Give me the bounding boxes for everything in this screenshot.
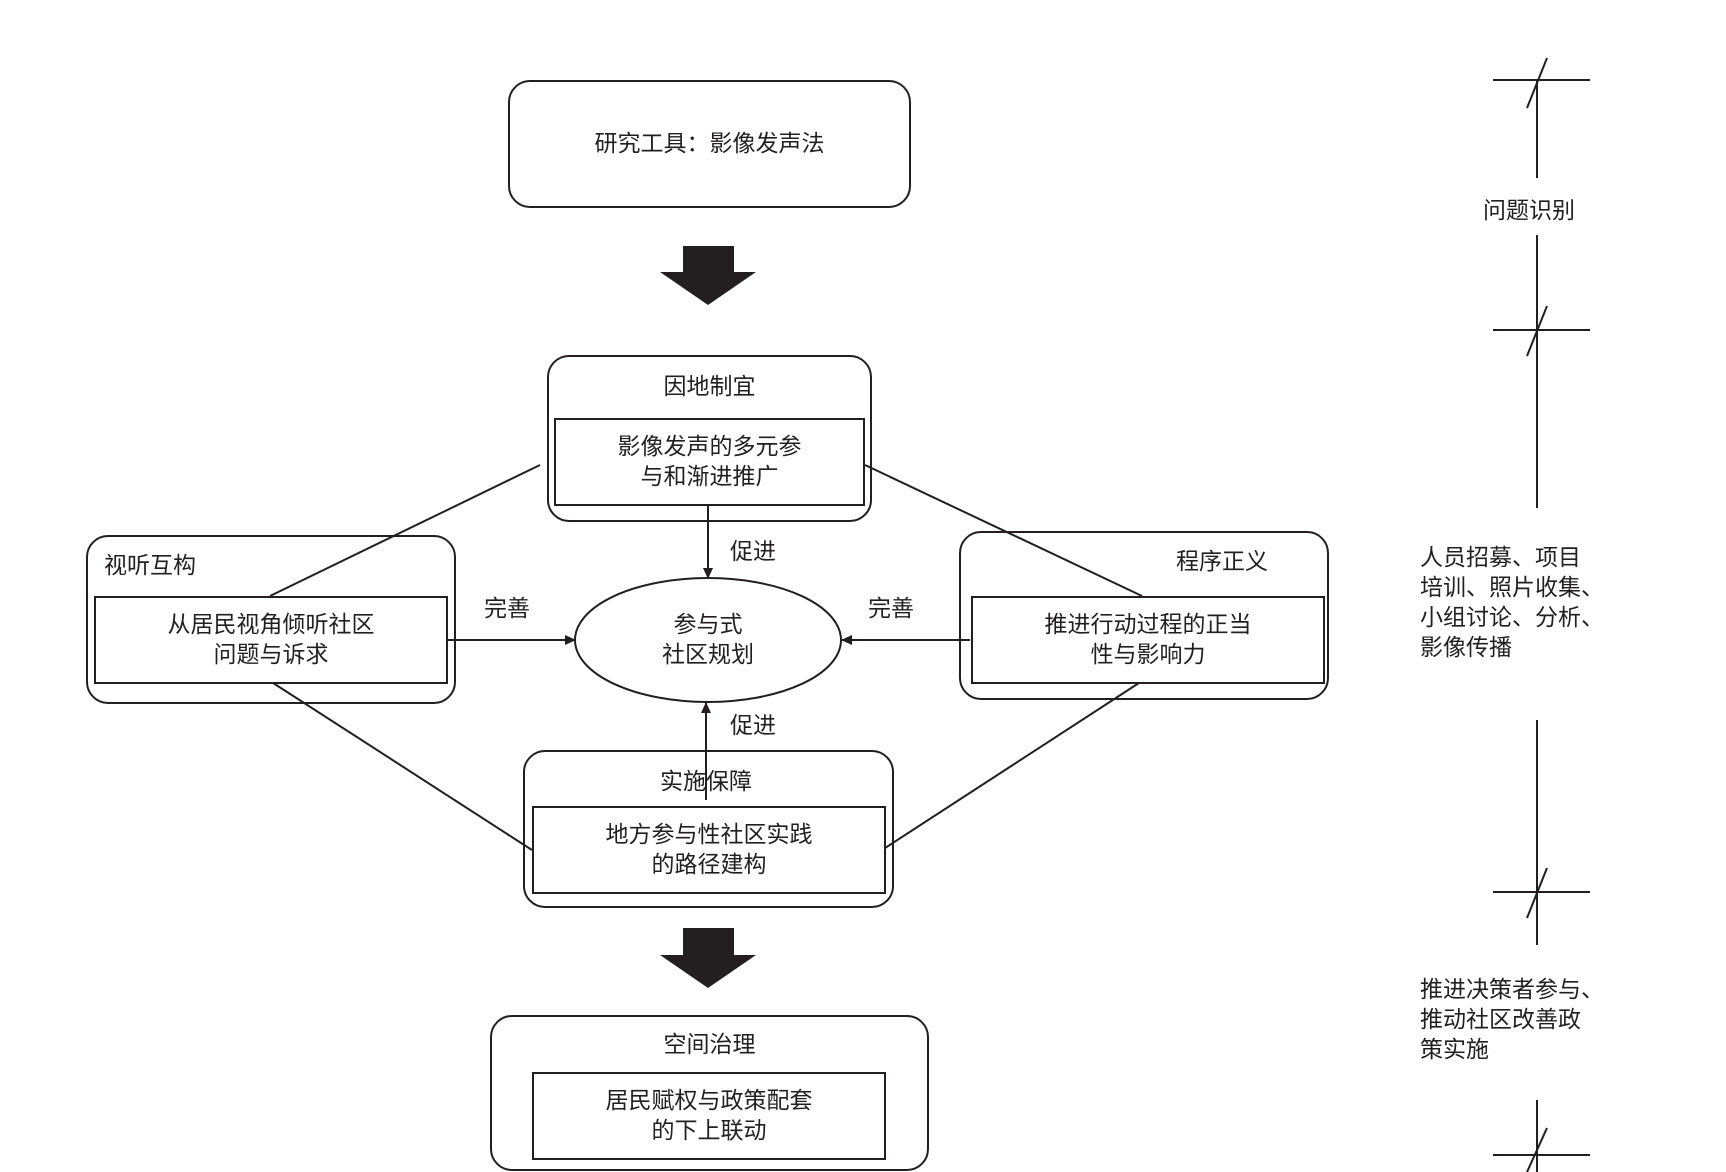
node-right-title: 程序正义 [1176,549,1268,575]
node-top-title: 因地制宜 [663,374,756,400]
center-label: 参与式 社区规划 [608,610,808,670]
connector-bottom-left [269,680,533,851]
final-box-inner-line1: 居民赋权与政策配套 [605,1088,813,1114]
timeline-stage-2-line: 小组讨论、分析、 [1420,605,1604,631]
center-line1: 参与式 [673,612,743,638]
edge-label-bottom: 促进 [730,713,776,739]
edge-label-left: 完善 [484,596,530,622]
node-right-inner: 推进行动过程的正当 性与影响力 [971,596,1325,684]
timeline-stage-1: 问题识别 [1483,198,1575,224]
timeline-stage-2-line: 影像传播 [1420,635,1512,661]
node-left-title: 视听互构 [104,553,196,579]
research-tool-box: 研究工具：影像发声法 [508,80,911,208]
node-bottom-inner-line2: 的路径建构 [651,852,767,878]
final-box-inner-line2: 的下上联动 [651,1118,767,1144]
node-left [86,535,456,704]
timeline-stage-3-line: 推动社区改善政 [1420,1007,1581,1033]
timeline-stage-2-line: 人员招募、项目 [1420,545,1581,571]
node-right-inner-line1: 推进行动过程的正当 [1044,612,1252,638]
connector-top-left [269,464,541,597]
final-box-title: 空间治理 [663,1032,756,1058]
timeline-slash-1 [1526,57,1548,109]
research-tool-label: 研究工具：影像发声法 [594,131,825,157]
node-left-inner-line2: 问题与诉求 [213,642,329,668]
edge-label-right: 完善 [868,596,914,622]
node-bottom-title: 实施保障 [660,769,752,795]
node-top-inner-line1: 影像发声的多元参 [617,434,802,460]
connector-top-right [864,464,1143,597]
node-top [547,355,872,522]
timeline-slash-2 [1526,305,1548,357]
connector-bottom-right [881,680,1143,851]
node-right [959,531,1329,700]
node-top-inner-line2: 与和渐进推广 [640,464,779,490]
node-left-inner: 从居民视角倾听社区 问题与诉求 [94,596,448,684]
node-bottom-inner-line1: 地方参与性社区实践 [605,822,813,848]
timeline-stage-2: 人员招募、项目 培训、照片收集、 小组讨论、分析、 影像传播 [1420,543,1604,663]
block-arrow-top [660,246,756,305]
node-top-inner: 影像发声的多元参 与和渐进推广 [554,418,865,506]
timeline-stage-3: 推进决策者参与、 推动社区改善政 策实施 [1420,975,1604,1065]
node-right-inner-line2: 性与影响力 [1090,642,1206,668]
edge-label-top: 促进 [730,539,776,565]
center-line2: 社区规划 [662,642,754,668]
node-left-inner-line1: 从居民视角倾听社区 [167,612,375,638]
timeline-stage-2-line: 培训、照片收集、 [1420,575,1604,601]
node-bottom-inner: 地方参与性社区实践 的路径建构 [532,806,886,894]
block-arrow-bottom [660,928,756,988]
timeline-stage-3-line: 推进决策者参与、 [1420,977,1604,1003]
timeline-stage-3-line: 策实施 [1420,1037,1489,1063]
final-box-inner: 居民赋权与政策配套 的下上联动 [532,1072,886,1160]
node-bottom [523,750,894,908]
final-box [490,1015,929,1171]
timeline-slash-4 [1526,1127,1548,1172]
timeline-slash-3 [1526,867,1548,919]
